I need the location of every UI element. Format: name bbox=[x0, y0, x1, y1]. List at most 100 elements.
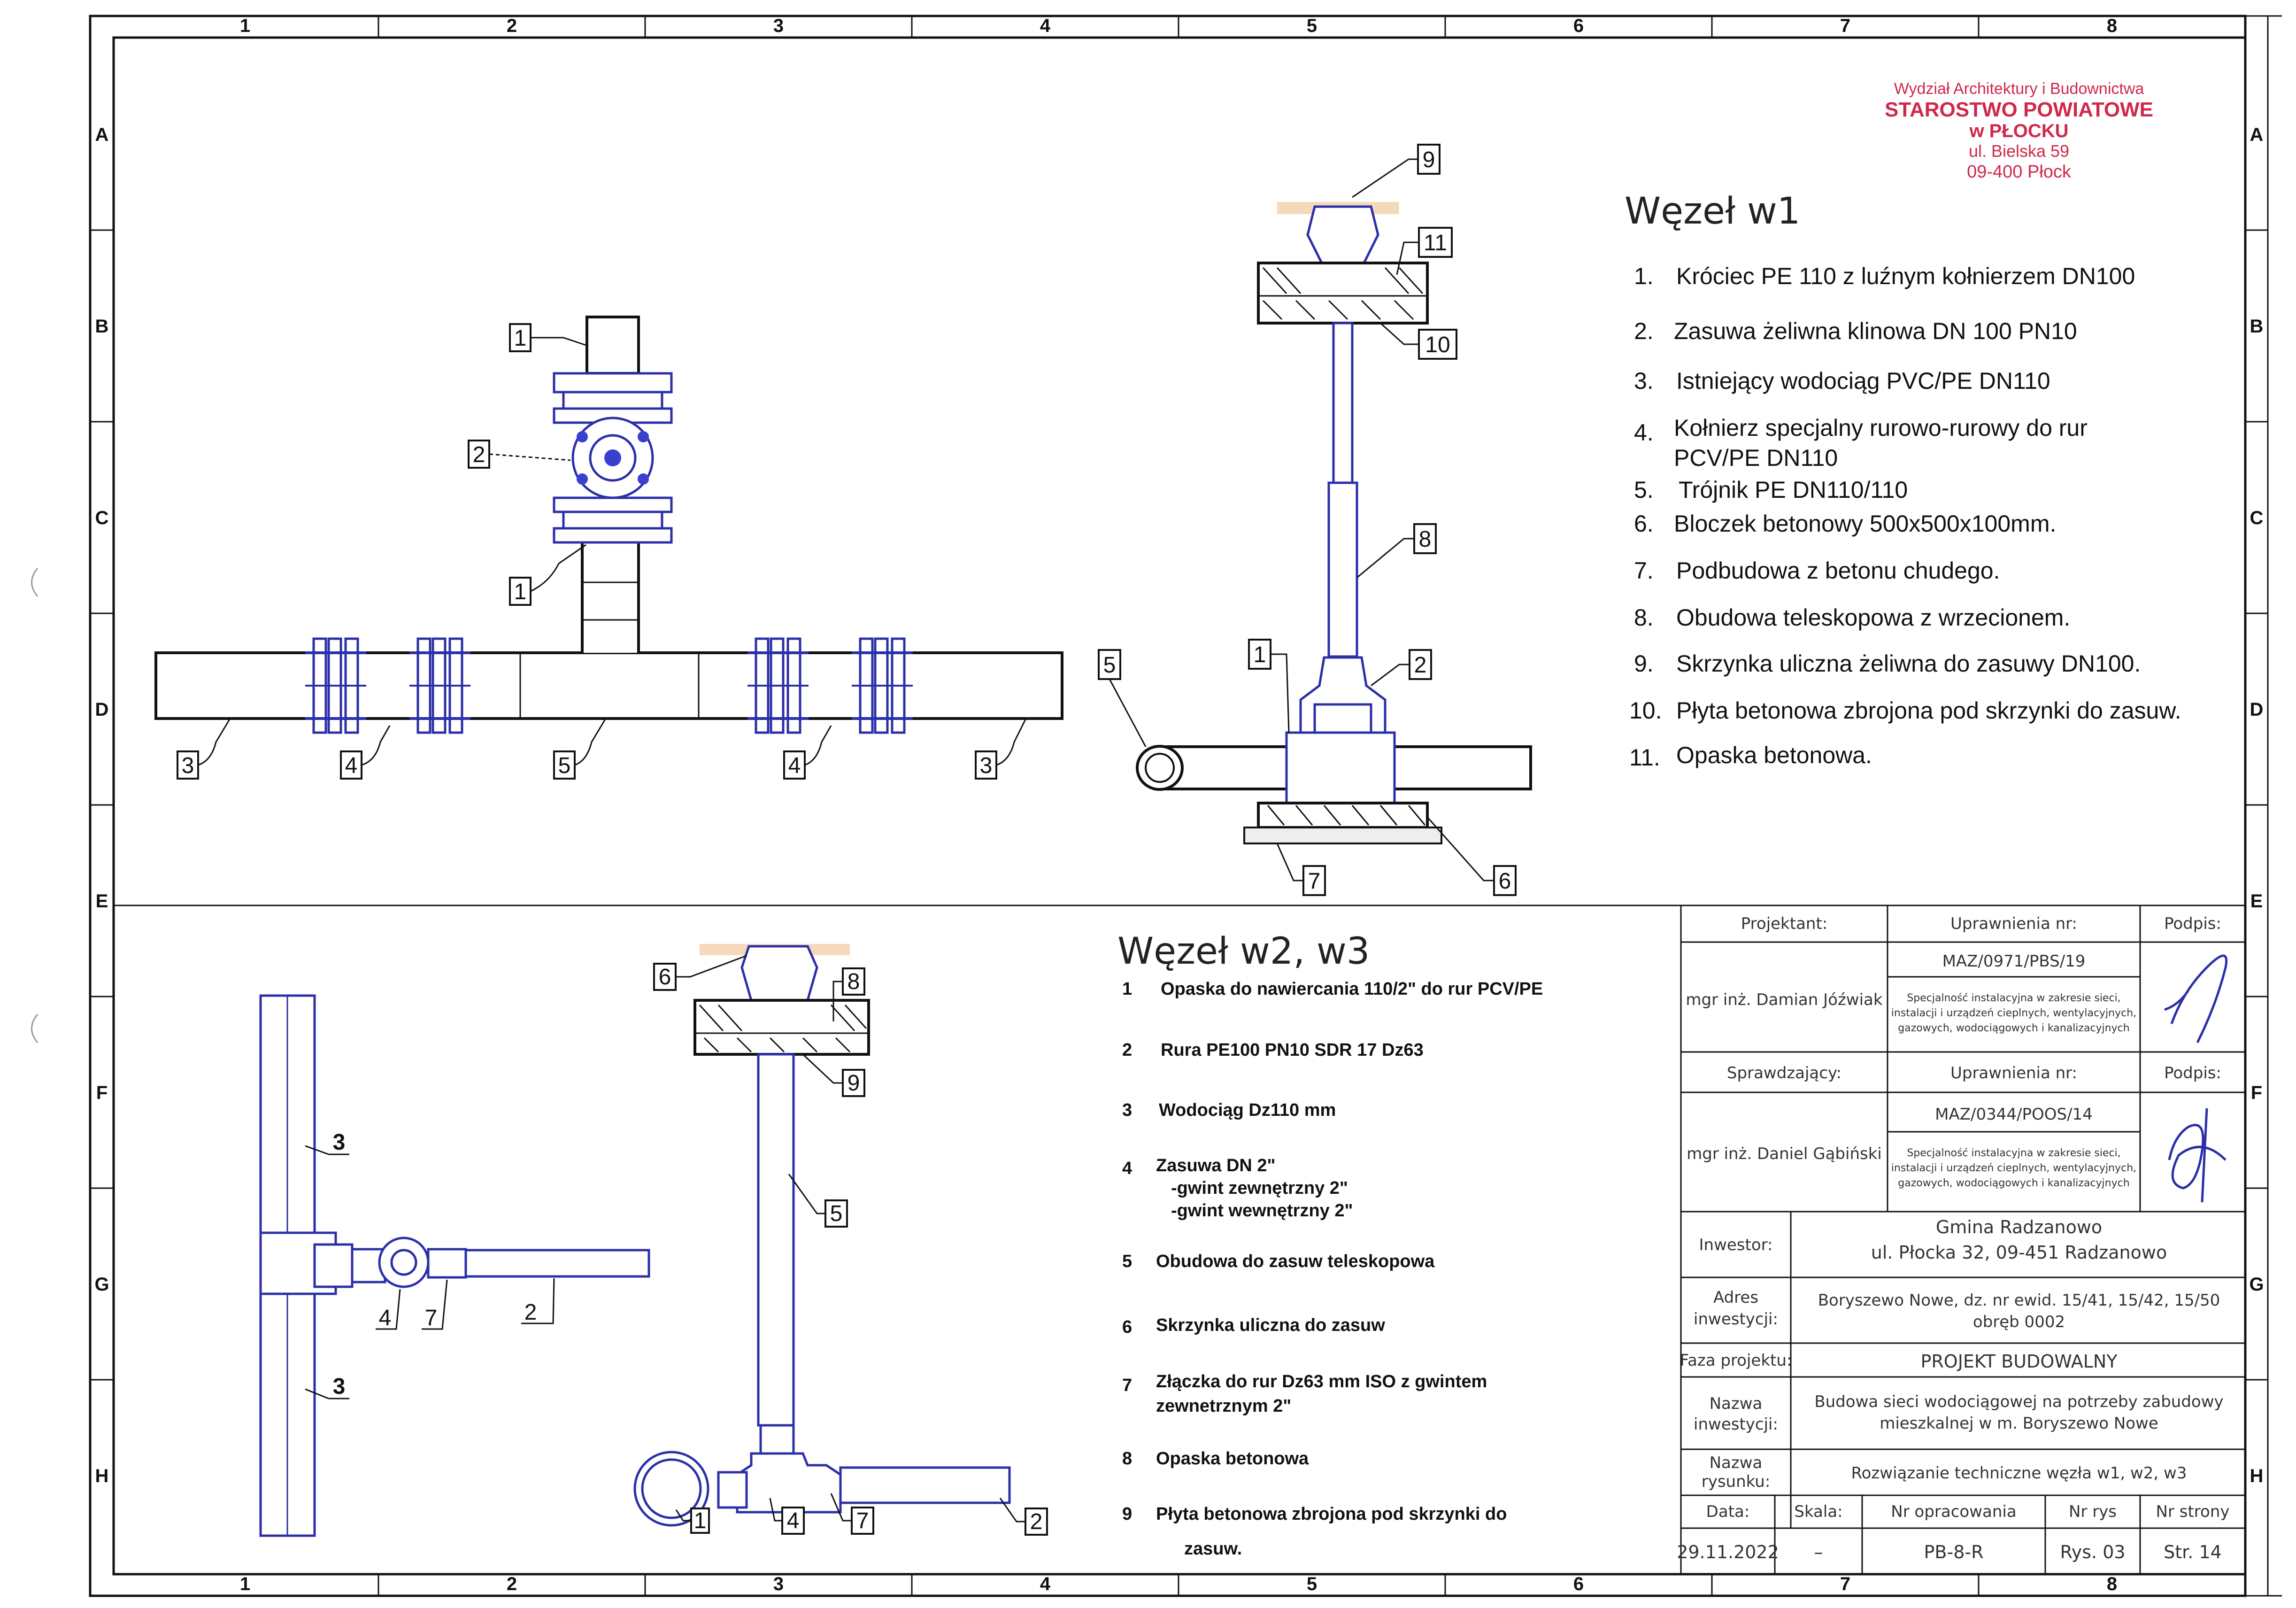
callout-label: 4 bbox=[769, 1498, 805, 1535]
data-value: 29.11.2022 bbox=[1677, 1542, 1779, 1562]
street-box bbox=[1306, 205, 1379, 264]
nr-rys-value: Rys. 03 bbox=[2060, 1542, 2125, 1562]
svg-text:7: 7 bbox=[1308, 869, 1321, 894]
row-label: E bbox=[2250, 891, 2263, 912]
svg-text:1: 1 bbox=[694, 1508, 707, 1533]
street-box bbox=[740, 945, 818, 1002]
legend-num: 6 bbox=[1122, 1317, 1132, 1337]
col-label: 7 bbox=[1840, 1574, 1850, 1594]
w2-section-view: 6 8 9 5 1 4 7 bbox=[633, 944, 1048, 1536]
grid-labels: 1 2 3 4 5 6 7 8 1 2 3 4 5 6 7 8 A B C D … bbox=[94, 15, 2264, 1594]
legend-text: Opaska betonowa. bbox=[1676, 742, 1872, 768]
callout-label: 11 bbox=[1396, 227, 1453, 275]
legend-text: -gwint wewnętrzny 2" bbox=[1171, 1201, 1353, 1221]
callout-label: 9 bbox=[802, 1053, 865, 1097]
legend-text: Opaska do nawiercania 110/2" do rur PCV/… bbox=[1161, 979, 1543, 999]
svg-text:2: 2 bbox=[524, 1300, 537, 1325]
callout-label: 3 bbox=[177, 718, 231, 780]
telescopic-housing bbox=[757, 1053, 795, 1427]
callout-label: 3 bbox=[975, 718, 1027, 780]
legend-num: 2. bbox=[1634, 318, 1654, 344]
svg-text:5: 5 bbox=[558, 753, 571, 778]
legend-text: Obudowa teleskopowa z wrzecionem. bbox=[1676, 604, 2070, 631]
legend-text: Kołnierz specjalny rurowo-rurowy do rur bbox=[1674, 415, 2088, 441]
legend-num: 3 bbox=[1122, 1100, 1132, 1120]
callout-label: 9 bbox=[1352, 144, 1441, 198]
svg-text:1: 1 bbox=[514, 326, 527, 351]
row-label: F bbox=[96, 1082, 108, 1103]
legend-text: Obudowa do zasuw teleskopowa bbox=[1156, 1252, 1435, 1271]
row-label: F bbox=[2251, 1082, 2262, 1103]
row-label: H bbox=[95, 1466, 109, 1486]
inwestor-label: Inwestor: bbox=[1699, 1236, 1773, 1254]
callout-label: 1 bbox=[509, 323, 586, 352]
specialty-text: gazowych, wodociągowych i kanalizacyjnyc… bbox=[1898, 1022, 2129, 1034]
legend-text: Zasuwa DN 2" bbox=[1156, 1156, 1276, 1175]
row-label: D bbox=[95, 699, 109, 720]
svg-text:2: 2 bbox=[1414, 653, 1427, 678]
w1-title: Węzeł w1 bbox=[1625, 190, 1800, 232]
nazwa-inwestycji-label: Nazwa bbox=[1710, 1394, 1763, 1413]
legend-text: -gwint zewnętrzny 2" bbox=[1171, 1178, 1348, 1198]
legend-num: 1 bbox=[1122, 979, 1132, 999]
callout-label: 8 bbox=[832, 967, 865, 1021]
callout-label: 7 bbox=[1276, 843, 1326, 896]
legend-num: 6. bbox=[1634, 510, 1654, 537]
svg-text:2: 2 bbox=[1030, 1509, 1043, 1534]
legend-num: 2 bbox=[1122, 1040, 1132, 1060]
adres-value: obręb 0002 bbox=[1973, 1313, 2065, 1331]
callout-label: 5 bbox=[553, 718, 607, 780]
inwestor-name: Gmina Radzanowo bbox=[1936, 1217, 2102, 1237]
valve-body bbox=[736, 1452, 842, 1514]
main-pipe bbox=[154, 651, 1063, 720]
nazwa-inwestycji-value: Budowa sieci wodociągowej na potrzeby za… bbox=[1814, 1392, 2223, 1411]
sheet-frame bbox=[89, 15, 2282, 1597]
legend-text: Opaska betonowa bbox=[1156, 1449, 1309, 1469]
pe-pipe bbox=[464, 1249, 650, 1278]
legend-text: Króciec PE 110 z luźnym kołnierzem DN100 bbox=[1676, 263, 2135, 289]
stamp-line: STAROSTWO POWIATOWE bbox=[1885, 98, 2153, 121]
svg-text:5: 5 bbox=[1103, 653, 1116, 678]
row-label: G bbox=[2249, 1274, 2264, 1295]
legend-text: zasuw. bbox=[1184, 1539, 1242, 1559]
flange-connector bbox=[409, 637, 470, 734]
data-label: Data: bbox=[1706, 1502, 1750, 1521]
callout-label: 6 bbox=[653, 955, 747, 991]
tee-branch bbox=[581, 539, 640, 653]
sprawdzajacy-number: MAZ/0344/POOS/14 bbox=[1935, 1105, 2093, 1124]
row-label: A bbox=[95, 124, 109, 145]
legend-text: Skrzynka uliczna żeliwna do zasuwy DN100… bbox=[1676, 650, 2141, 677]
col-label: 6 bbox=[1573, 1574, 1584, 1594]
adres-label: inwestycji: bbox=[1694, 1310, 1778, 1329]
legend-num: 8. bbox=[1634, 604, 1654, 631]
legend-text: PCV/PE DN110 bbox=[1674, 445, 1838, 471]
legend-num: 11. bbox=[1629, 744, 1660, 771]
w2-title: Węzeł w2, w3 bbox=[1117, 930, 1370, 973]
col-label: 4 bbox=[1040, 1574, 1051, 1594]
skala-label: Skala: bbox=[1794, 1502, 1842, 1521]
legend-text: zewnetrznym 2" bbox=[1156, 1396, 1291, 1416]
stamp-line: Wydział Architektury i Budownictwa bbox=[1894, 80, 2144, 98]
specialty-text: instalacji i urządzeń cieplnych, wentyla… bbox=[1891, 1162, 2136, 1174]
svg-text:3: 3 bbox=[980, 753, 993, 778]
svg-text:9: 9 bbox=[1423, 147, 1435, 172]
adres-label: Adres bbox=[1713, 1288, 1758, 1307]
col-label: 1 bbox=[240, 15, 250, 36]
svg-text:3: 3 bbox=[333, 1130, 346, 1155]
specialty-text: Specjalność instalacyjna w zakresie siec… bbox=[1907, 1147, 2120, 1159]
specialty-text: instalacji i urządzeń cieplnych, wentyla… bbox=[1891, 1007, 2136, 1019]
podpis-header: Podpis: bbox=[2164, 914, 2221, 933]
row-label: B bbox=[2250, 316, 2264, 337]
uprawnienia-header: Uprawnienia nr: bbox=[1950, 914, 2077, 933]
legend-num: 1. bbox=[1634, 263, 1654, 289]
callout-label: 2 bbox=[521, 1278, 555, 1325]
legend-num: 5. bbox=[1634, 477, 1654, 503]
callout-label: 8 bbox=[1356, 523, 1437, 579]
signature-sprawdzajacy bbox=[2168, 1108, 2227, 1203]
col-label: 3 bbox=[773, 15, 784, 36]
legend-num: 9. bbox=[1634, 650, 1654, 677]
callout-label: 10 bbox=[1379, 322, 1457, 360]
legend-num: 7 bbox=[1122, 1376, 1132, 1395]
svg-text:4: 4 bbox=[788, 753, 801, 778]
w2-legend: Węzeł w2, w3 1 Opaska do nawiercania 110… bbox=[1117, 930, 1543, 1559]
